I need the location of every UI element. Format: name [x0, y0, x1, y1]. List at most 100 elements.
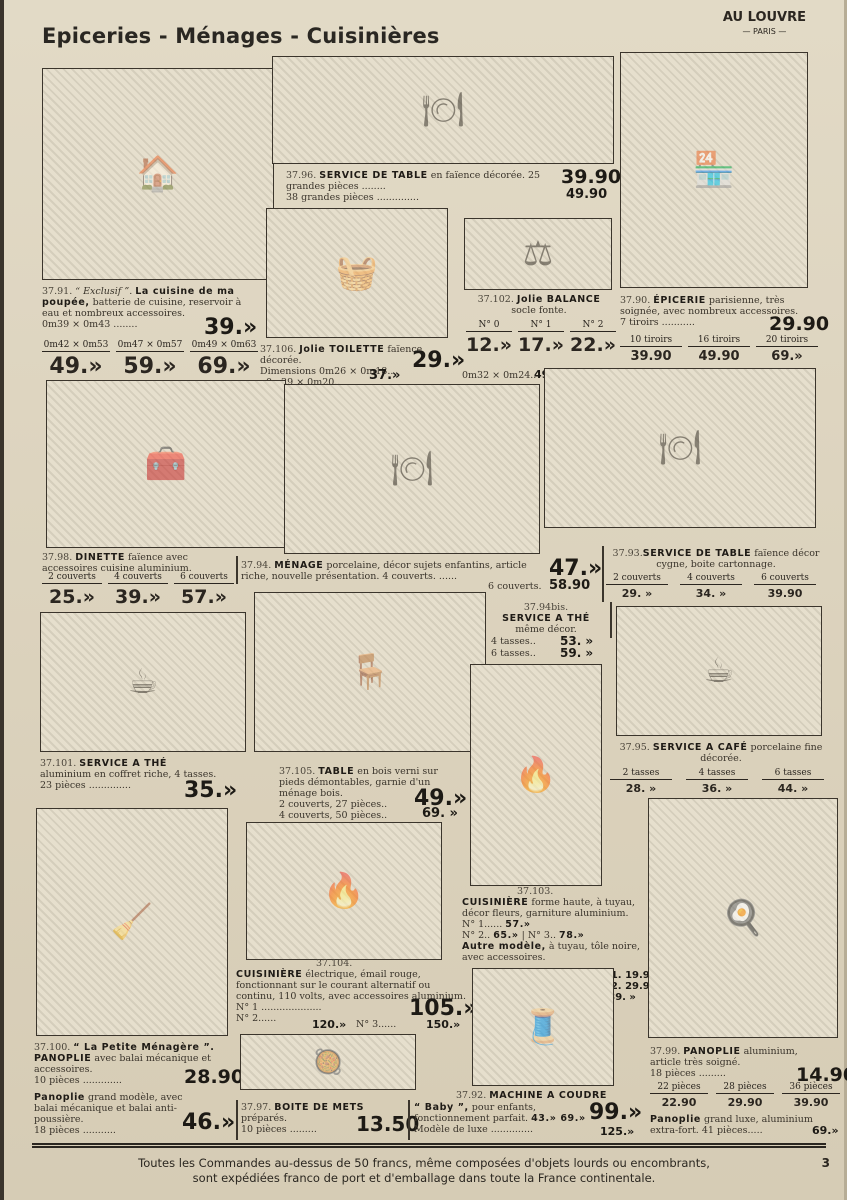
pans-icon: 🍳 — [721, 898, 765, 938]
price-machine-coudre: 99.» — [589, 1100, 643, 1125]
price-service-the-bis-4: 53. » — [560, 634, 594, 648]
illustration-machine-coudre: 🧵 — [472, 968, 614, 1086]
illustration-service-the-101: ☕ — [40, 612, 246, 752]
price-boite-mets: 13.50 — [356, 1112, 420, 1136]
illustration-toilette: 🧺 — [266, 208, 448, 338]
page-number: 3 — [821, 1156, 830, 1170]
brand-name: AU LOUVRE — [722, 10, 806, 25]
kitchen-icon: 🏠 — [136, 154, 180, 194]
illustration-balance: ⚖ — [464, 218, 612, 290]
price-cuisiniere-haute-alt: N° 1. 19.90 N° 2. 29.90 3. 39. » — [594, 970, 657, 1003]
illustration-cuisiniere-haute: 🔥 — [470, 664, 602, 886]
price-menage-4: 47.» — [549, 556, 603, 581]
caption-balance: 37.102. Jolie BALANCE socle fonte. — [477, 294, 601, 316]
price-table-105-2: 49.» — [414, 786, 468, 811]
shop-icon: 🏪 — [692, 150, 736, 190]
price-service-table-96-a: 39.90 — [561, 166, 622, 188]
stove-icon: 🔥 — [514, 755, 558, 795]
illustration-epicerie: 🏪 — [620, 52, 808, 288]
price-toilette-2: 37.» — [369, 368, 401, 383]
caption-epicerie: 37.90. ÉPICERIE parisienne, très soignée… — [620, 295, 799, 328]
price-service-the-bis-6: 59. » — [560, 646, 594, 660]
price-menage-6: 58.90 — [549, 578, 591, 593]
caption-panoplie-100-grand: Panoplie grand modèle, avec balai mécani… — [34, 1092, 183, 1136]
toilette-icon: 🧺 — [335, 253, 379, 293]
toilette-dim3: 0m32 × 0m24.. — [462, 370, 537, 381]
divider — [236, 1100, 238, 1140]
caption-cuisiniere-haute: 37.103. CUISINIÈRE forme haute, à tuyau,… — [462, 886, 640, 963]
footer-notice: Toutes les Commandes au-dessus de 50 fra… — [64, 1156, 784, 1186]
menage-icon: 🍽 — [390, 449, 434, 489]
price-service-the-101: 35.» — [184, 778, 238, 803]
broom-icon: 🧹 — [110, 902, 154, 942]
illustration-panoplie-99: 🍳 — [648, 798, 838, 1038]
machine-coudre-ref: 37.92. MACHINE A COUDRE — [456, 1090, 607, 1101]
illustration-cuisine-poupee: 🏠 — [42, 68, 274, 280]
caption-service-table-96: 37.96. SERVICE DE TABLE en faïence décor… — [286, 170, 541, 203]
illustration-menage: 🍽 — [284, 384, 540, 554]
caption-service-the-101: 37.101. SERVICE A THÉ aluminium en coffr… — [40, 758, 217, 791]
caption-cuisiniere-electrique: 37.104. CUISINIÈRE électrique, émail rou… — [236, 958, 466, 1024]
brand-block: AU LOUVRE — PARIS — — [723, 10, 806, 36]
price-machine-coudre-luxe: 125.» — [600, 1125, 635, 1138]
caption-table-105: 37.105. TABLE en bois verni sur pieds dé… — [279, 766, 438, 821]
brand-city: — PARIS — — [742, 27, 787, 36]
caption-panoplie-100: 37.100. “ La Petite Ménagère ”. PANOPLIE… — [34, 1042, 215, 1086]
sewing-icon: 🧵 — [521, 1007, 565, 1047]
table-icon: 🪑 — [348, 652, 392, 692]
price-panoplie-99-luxe: 69.» — [812, 1124, 839, 1137]
price-cuisiniere-electrique-2: 120.» — [312, 1018, 347, 1031]
illustration-service-table-93: 🍽 — [544, 368, 816, 528]
footer-line-1: Toutes les Commandes au-dessus de 50 fra… — [138, 1156, 710, 1170]
illustration-service-cafe: ☕ — [616, 606, 822, 736]
price-cuisiniere-electrique-3: 150.» — [426, 1018, 461, 1031]
stove-icon: 🔥 — [322, 871, 366, 911]
footer-rule — [32, 1143, 826, 1148]
caption-dinette: 37.98. DINETTE faïence avec accessoires … — [42, 552, 192, 574]
menage-6-label: 6 couverts. — [488, 581, 542, 592]
price-epicerie-base: 29.90 — [769, 313, 830, 335]
divider — [610, 602, 612, 638]
caption-machine-coudre: “ Baby ”, pour enfants, fonctionnement p… — [414, 1102, 586, 1135]
illustration-cuisiniere-electrique: 🔥 — [246, 822, 442, 960]
caption-service-table-93: 37.93.SERVICE DE TABLE faïence décor cyg… — [612, 548, 820, 570]
price-toilette-1: 29.» — [412, 348, 466, 373]
price-service-table-96-b: 49.90 — [566, 187, 608, 202]
service-the-bis-6: 6 tasses.. — [491, 648, 536, 659]
price-panoplie-99-base: 14.90 — [796, 1064, 847, 1086]
caption-service-cafe: 37.95. SERVICE A CAFÉ porcelaine fine dé… — [619, 742, 823, 764]
dishes-icon: 🍽 — [658, 428, 702, 468]
divider — [236, 556, 238, 584]
price-panoplie-100: 28.90 — [184, 1066, 245, 1088]
caption-toilette: 37.106. Jolie TOILETTE faïence décorée. … — [260, 344, 423, 388]
page-title: Epiceries - Ménages - Cuisinières — [42, 24, 440, 48]
dishes-icon: 🍽 — [421, 90, 465, 130]
price-cuisine-poupee-base: 39.» — [204, 315, 258, 340]
caption-service-the-bis: 37.94bis. SERVICE A THÉ même décor. — [502, 602, 590, 635]
illustration-table-105: 🪑 — [254, 592, 486, 752]
price-cuisiniere-electrique-1: 105.» — [409, 996, 478, 1021]
service-the-bis-4: 4 tasses.. — [491, 636, 536, 647]
